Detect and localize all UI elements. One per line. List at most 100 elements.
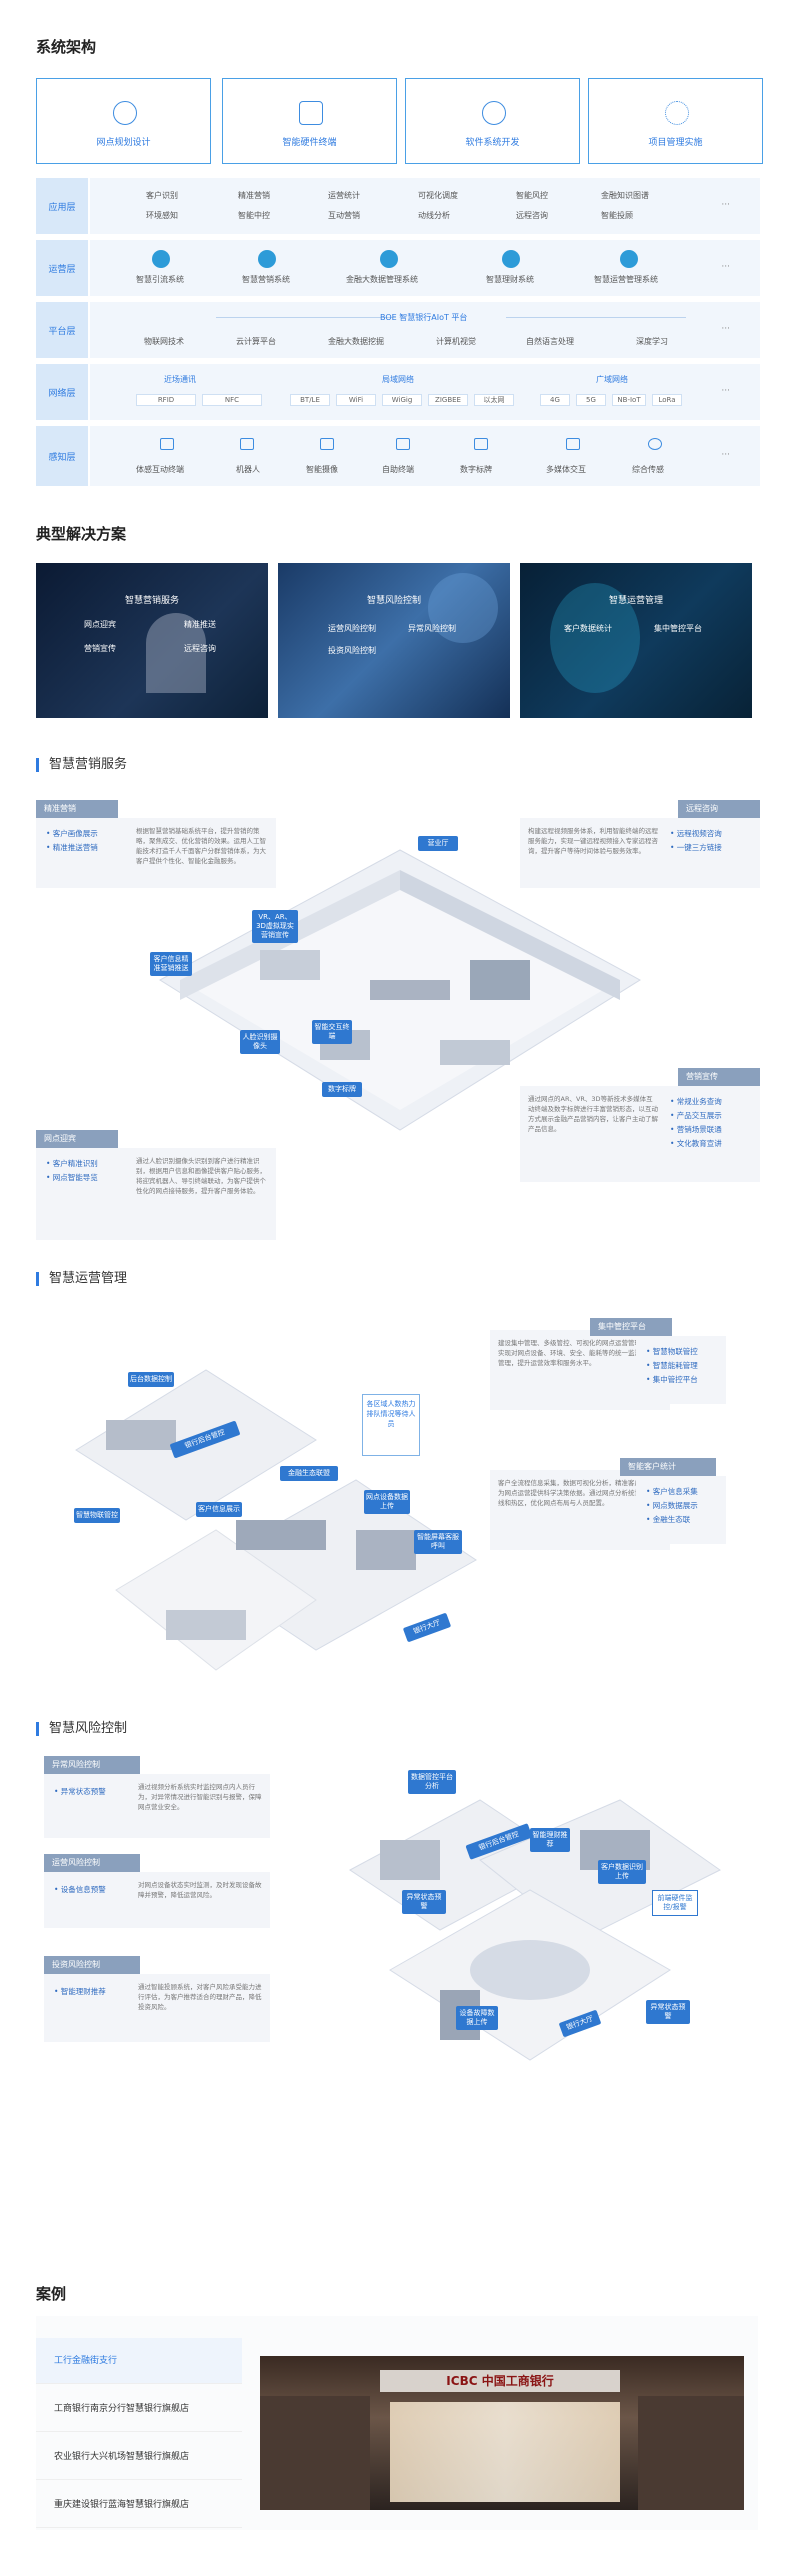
platform-item: 深度学习	[636, 337, 668, 346]
solution-card-item: 投资风险控制	[328, 646, 376, 655]
feature-desc: 建设集中管理、多级管控、可视化的网点运营管理平台，实现对网点设备、环境、安全、能…	[498, 1339, 661, 1367]
feature-box-invest-risk: 通过智能投顾系统，对客户风险承受能力进行评估，为客户推荐适合的理财产品，降低投资…	[44, 1974, 270, 2042]
feature-bullet: • 常规业务查询	[670, 1097, 722, 1106]
solution-card-title: 智慧营销服务	[124, 596, 179, 606]
network-chip: WiGig	[382, 394, 422, 406]
arch-box-label: 网点规划设计	[96, 138, 151, 148]
layer-network: 网络层 近场通讯 RFID NFC 局域网络 BT/LE WiFi WiGig …	[36, 364, 760, 420]
case-item[interactable]: 重庆建设银行蓝海智慧银行旗舰店	[36, 2482, 242, 2528]
operations-scene	[56, 1330, 486, 1730]
section-title-solutions: 典型解决方案	[36, 525, 127, 543]
layer-tag: 感知层	[36, 426, 90, 486]
sensor-icon	[648, 438, 662, 450]
feature-bullet: • 异常状态预警	[54, 1787, 106, 1796]
feature-tag-precise-marketing: 精准营销	[36, 800, 118, 818]
feature-tag-remote-consult: 远程咨询	[678, 800, 760, 818]
feature-bullet: • 网点数据展示	[646, 1501, 698, 1510]
feature-bullet: • 客户信息采集	[646, 1487, 698, 1496]
hand-visual	[146, 613, 206, 693]
ops-item: 智慧运营管理系统	[594, 275, 658, 284]
feature-bullet: • 金融生态联	[646, 1515, 691, 1524]
network-chip: 4G	[540, 394, 570, 406]
feature-bullet: • 客户画像展示	[46, 829, 98, 838]
feature-box-central-bullets: • 智慧物联管控 • 智慧能耗管理 • 集中管控平台	[636, 1336, 726, 1404]
solution-card-risk[interactable]: 智慧风险控制 运营风险控制 异常风险控制 投资风险控制	[278, 563, 510, 718]
solution-card-item: 异常风险控制	[408, 624, 456, 633]
bank-sign: ICBC 中国工商银行	[380, 2370, 620, 2392]
sense-item: 数字标牌	[460, 465, 492, 474]
guide-icon	[152, 250, 170, 268]
case-item-active[interactable]: 工行金融街支行	[36, 2338, 242, 2384]
divider	[506, 317, 686, 318]
layer-tag: 网络层	[36, 364, 90, 420]
more-dots: ···	[721, 324, 730, 334]
platform-item: 金融大数据挖掘	[328, 337, 384, 346]
network-group-title: 局域网络	[382, 375, 414, 384]
solution-card-item: 远程咨询	[184, 644, 216, 653]
case-item[interactable]: 工商银行南京分行智慧银行旗舰店	[36, 2386, 242, 2432]
risk-floor-illustration	[349, 1799, 721, 2061]
arch-box-hardware[interactable]: 智能硬件终端	[222, 78, 397, 164]
scene-label-wealth-recommend: 智能理财推荐	[530, 1828, 570, 1852]
feature-desc: 通过视频分析系统实时监控网点内人员行为，对异常情况进行智能识别与报警，保障网点营…	[138, 1783, 262, 1811]
feature-desc: 通过人脸识别摄像头识别到客户进行精准识别，根据用户信息和画像提供客户贴心服务，将…	[136, 1157, 266, 1195]
ops-item: 智慧引流系统	[136, 275, 184, 284]
app-item: 精准营销	[238, 191, 270, 200]
feature-tag-customer-stats: 智能客户统计	[620, 1458, 716, 1476]
scene-label-customer-upload: 客户数据识别上传	[598, 1860, 646, 1884]
scene-label-front-monitor: 前端硬件监控/报警	[652, 1890, 698, 1916]
solution-card-marketing[interactable]: 智慧营销服务 网点迎宾 精准推送 营销宣传 远程咨询	[36, 563, 268, 718]
feature-box-reception: 通过人脸识别摄像头识别到客户进行精准识别，根据用户信息和画像提供客户贴心服务，将…	[36, 1148, 276, 1240]
solution-card-operations[interactable]: 智慧运营管理 客户数据统计 集中管控平台	[520, 563, 752, 718]
multimedia-icon	[566, 438, 580, 450]
scene-label-heatmap: 各区域人数热力排队情况等待人员	[362, 1394, 420, 1456]
feature-box-abnormal-risk: 通过视频分析系统实时监控网点内人员行为，对异常情况进行智能识别与报警，保障网点营…	[44, 1774, 270, 1838]
feature-desc: 构建远程视频服务体系，利用智能终端的远程服务能力，实现一键远程视频接入专家远程咨…	[528, 827, 658, 855]
storefront-right	[638, 2396, 744, 2510]
case-item[interactable]: 农业银行大兴机场智慧银行旗舰店	[36, 2434, 242, 2480]
divider	[216, 317, 396, 318]
scene-label-data-platform: 数据管控平台分析	[408, 1770, 456, 1794]
gesture-terminal-icon	[160, 438, 174, 450]
solution-card-item: 营销宣传	[84, 644, 116, 653]
network-chip: RFID	[136, 394, 196, 406]
arch-box-planning[interactable]: 网点规划设计	[36, 78, 211, 164]
scene-label-interactive: 智能交互终端	[312, 1020, 352, 1044]
more-dots: ···	[721, 386, 730, 396]
scene-label-customer-push: 客户信息精准营销推送	[150, 952, 192, 976]
arch-box-label: 项目管理实施	[648, 138, 703, 148]
feature-bullet: • 远程视频咨询	[670, 829, 722, 838]
wealth-icon	[502, 250, 520, 268]
feature-tag-central-control: 集中管控平台	[590, 1318, 672, 1336]
head-visual	[550, 583, 640, 693]
solution-card-item: 集中管控平台	[654, 624, 702, 633]
network-chip: ZIGBEE	[428, 394, 468, 406]
planning-icon	[113, 101, 137, 125]
feature-bullet: • 设备信息预警	[54, 1885, 106, 1894]
scene-label-face-camera: 人脸识别摄像头	[240, 1030, 280, 1054]
brain-icon	[482, 101, 506, 125]
scene-label-hall: 营业厅	[418, 836, 458, 851]
arch-box-project[interactable]: 项目管理实施	[588, 78, 763, 164]
ops-item: 金融大数据管理系统	[346, 275, 418, 284]
layer-tag: 平台层	[36, 302, 90, 358]
section-title-architecture: 系统架构	[36, 38, 97, 56]
app-item: 运营统计	[328, 191, 360, 200]
app-item: 远程咨询	[516, 211, 548, 220]
platform-item: 计算机视觉	[436, 337, 476, 346]
feature-desc: 根据智慧营销基础系统平台，提升营销的策略，聚焦成交、优化营销的效果。运用人工智能…	[136, 827, 266, 865]
arch-box-software[interactable]: 软件系统开发	[405, 78, 580, 164]
ops-item: 智慧营销系统	[242, 275, 290, 284]
solution-card-item: 客户数据统计	[564, 624, 612, 633]
network-chip: WiFi	[336, 394, 376, 406]
feature-box-promotion: 通过网点的AR、VR、3D等新技术多媒体互动终端及数字标牌进行丰富营销形态，以互…	[520, 1086, 760, 1182]
app-item: 互动营销	[328, 211, 360, 220]
solution-card-item: 网点迎宾	[84, 620, 116, 629]
robot-icon	[240, 438, 254, 450]
sense-item: 体感互动终端	[136, 465, 184, 474]
feature-tag-invest-risk: 投资风险控制	[44, 1956, 140, 1974]
more-dots: ···	[721, 200, 730, 210]
app-item: 客户识别	[146, 191, 178, 200]
ops-manage-icon	[620, 250, 638, 268]
sense-item: 智能摄像	[306, 465, 338, 474]
